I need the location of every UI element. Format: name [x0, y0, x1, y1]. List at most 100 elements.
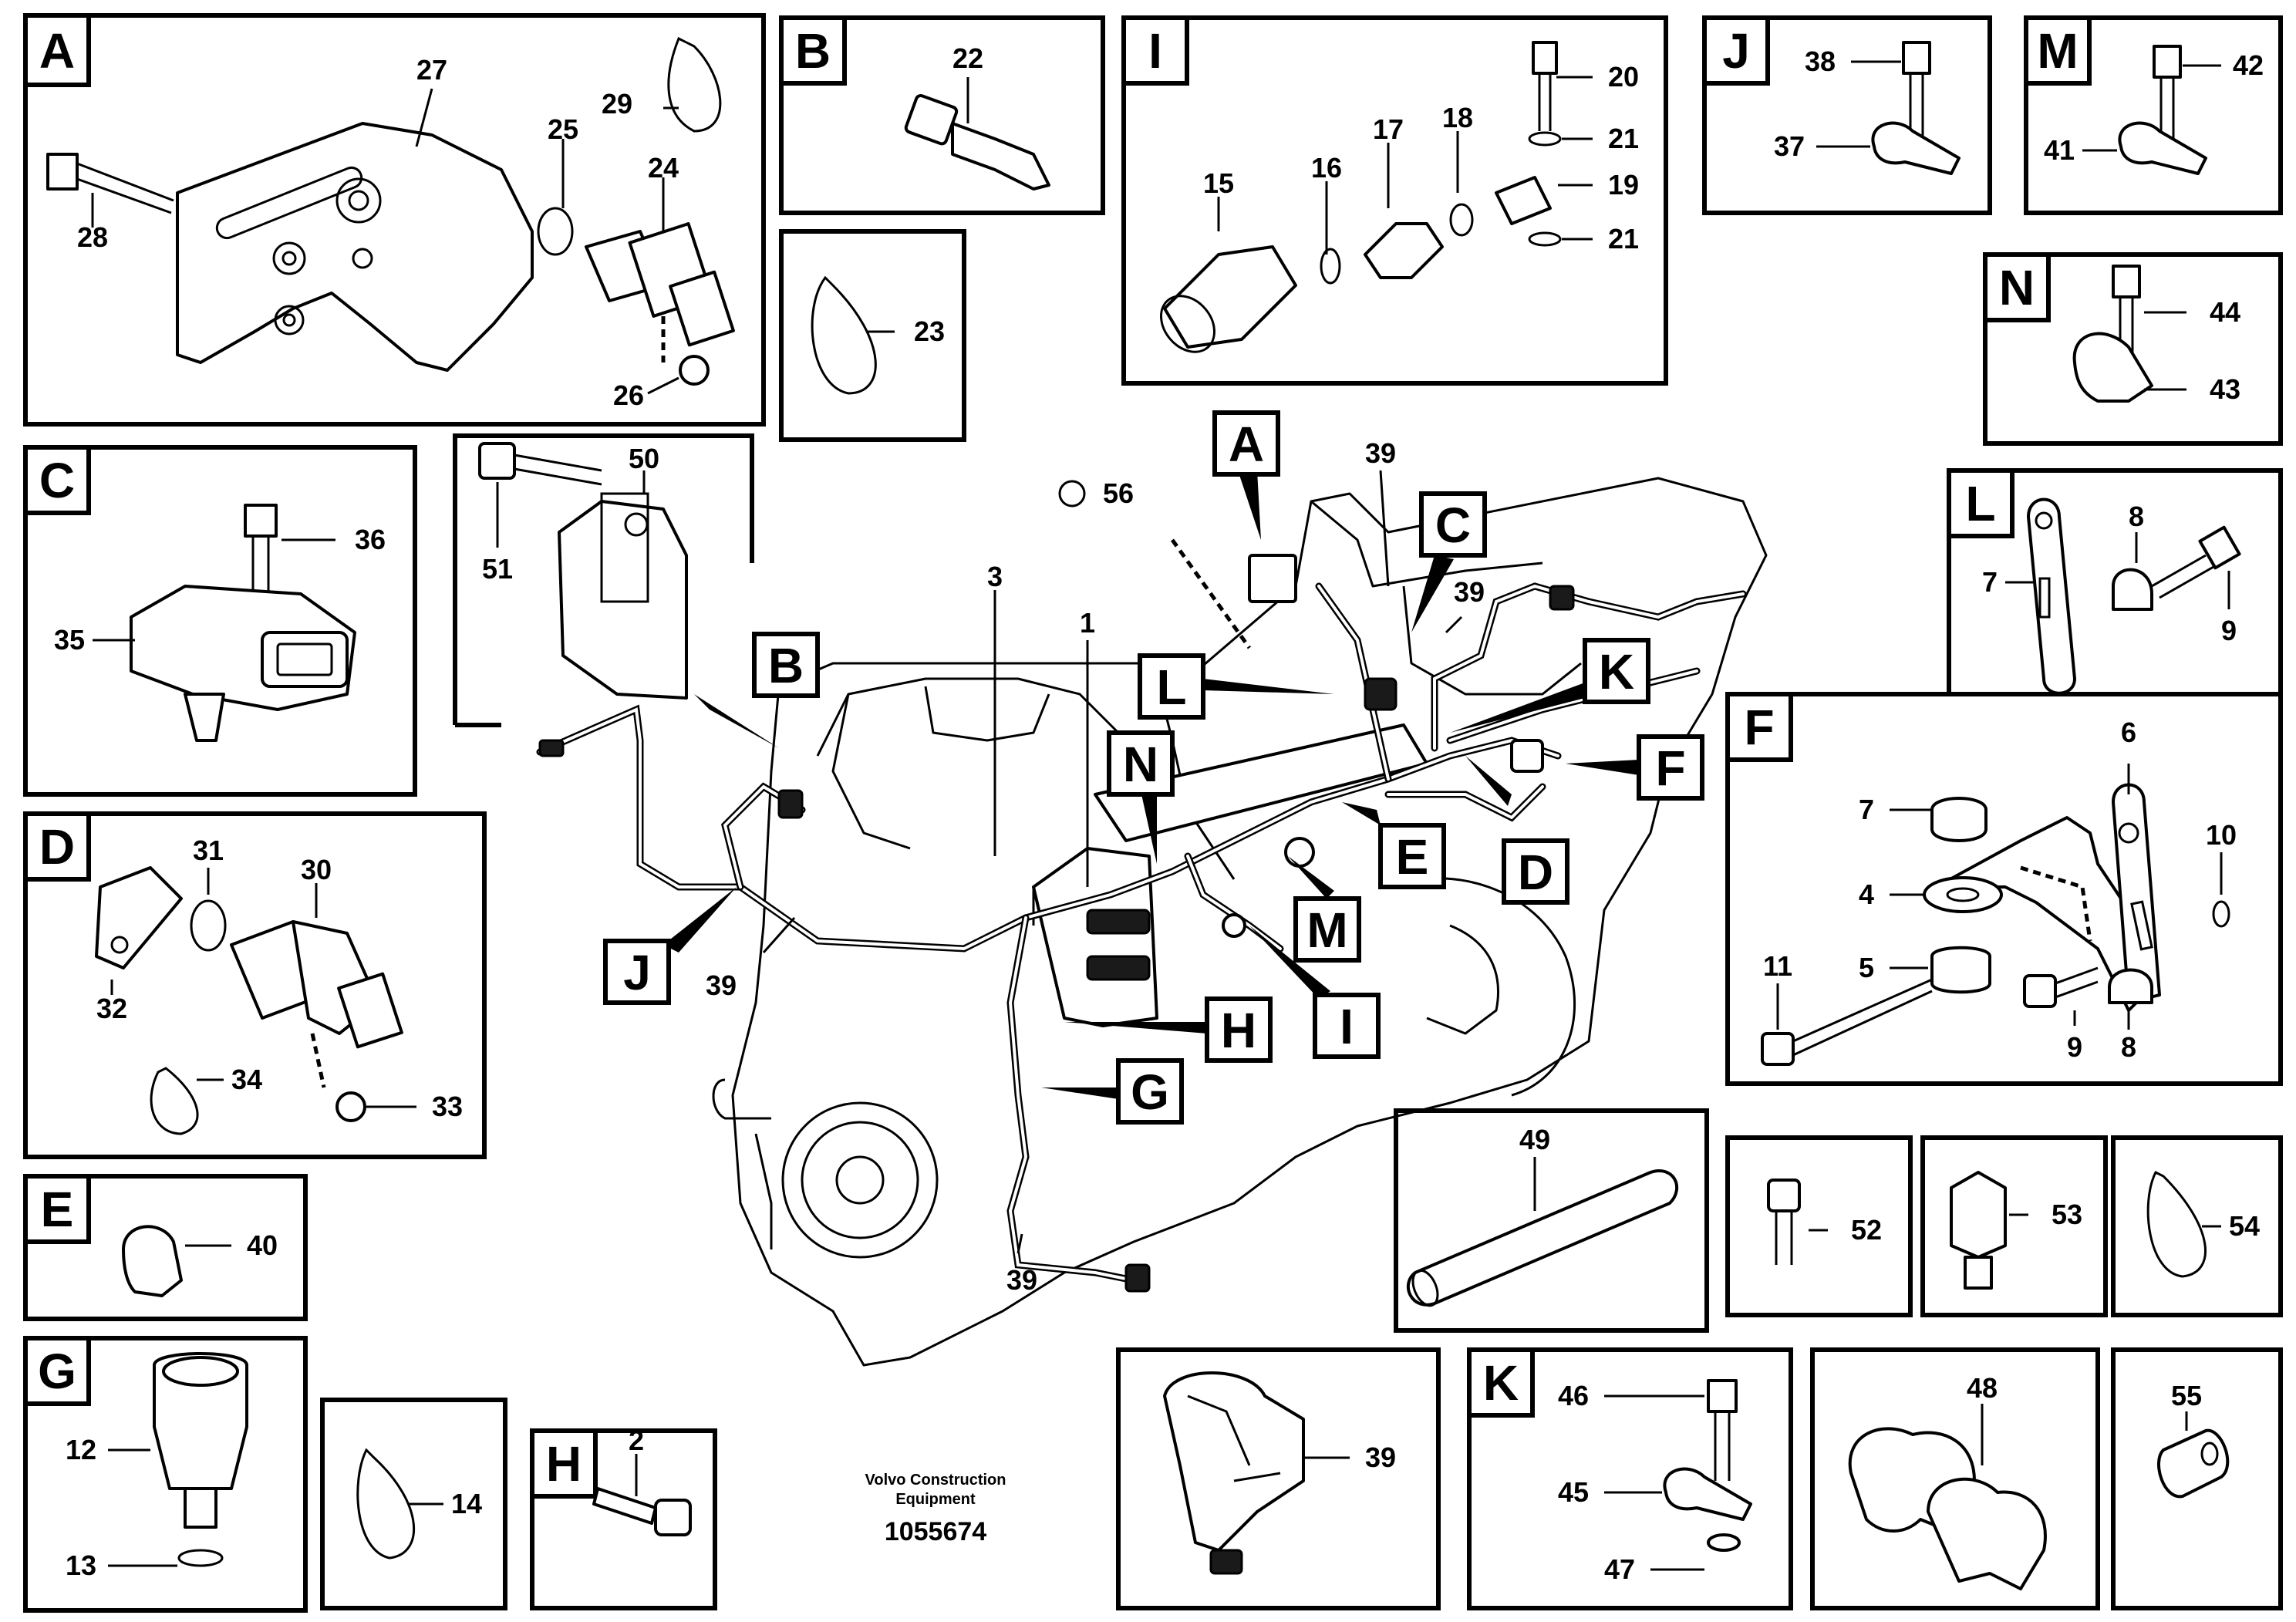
- panel-sleeve-55: 55: [2111, 1347, 2283, 1610]
- panel-d-letter: D: [39, 819, 75, 875]
- svg-text:J: J: [623, 945, 651, 1000]
- bolt-drawing: [46, 153, 79, 191]
- part-54: 54: [2229, 1210, 2260, 1242]
- panel-f-letter: F: [1744, 700, 1774, 755]
- part-9: 9: [2067, 1031, 2082, 1063]
- bracket-strip-drawing: [2027, 497, 2076, 695]
- part-37: 37: [1774, 130, 1805, 162]
- part-9: 9: [2221, 615, 2237, 646]
- part-22: 22: [952, 42, 983, 74]
- callout-a: A: [1212, 410, 1280, 540]
- panel-bracket-50: 50 51: [453, 433, 754, 727]
- plug-drawing: [1950, 1171, 2007, 1259]
- part-33: 33: [432, 1091, 463, 1122]
- part-28: 28: [77, 221, 108, 253]
- svg-text:C: C: [1435, 497, 1471, 553]
- part-15: 15: [1203, 167, 1234, 199]
- part-21-bottom: 21: [1608, 223, 1639, 255]
- panel-h-letter: H: [546, 1436, 582, 1492]
- cable-tie-drawing: [811, 275, 877, 395]
- gasket-drawing: [95, 866, 183, 969]
- bolt-drawing: [592, 1487, 657, 1525]
- clip-drawing: [122, 1225, 183, 1297]
- protective-tube-drawing: [1406, 1169, 1679, 1307]
- document-number: 1055674: [885, 1517, 986, 1546]
- panel-b-letter: B: [795, 23, 831, 79]
- part-10: 10: [2206, 819, 2237, 851]
- panel-h: H 2: [530, 1425, 717, 1610]
- clamp-drawing: [1663, 1467, 1752, 1521]
- panel-i: I 20 17 18 21 19 15 16 21: [1121, 15, 1668, 386]
- part-41: 41: [2044, 134, 2075, 166]
- part-32: 32: [96, 993, 127, 1024]
- panel-strap-54: 54: [2111, 1135, 2283, 1317]
- main-part-3: 3: [987, 561, 1003, 592]
- sleeve-drawing: [2157, 1428, 2230, 1499]
- part-42: 42: [2233, 49, 2264, 81]
- svg-text:L: L: [1156, 659, 1186, 715]
- panel-n: N 44 43: [1983, 252, 2283, 446]
- callout-k: K: [1450, 638, 1650, 733]
- panel-e: E 40: [23, 1174, 308, 1321]
- callout-g: G: [1041, 1058, 1184, 1125]
- svg-text:N: N: [1123, 737, 1158, 792]
- callout-h: H: [1064, 996, 1273, 1063]
- part-44: 44: [2210, 296, 2240, 328]
- nut-drawing: [1930, 797, 1988, 842]
- panel-strap-14: 14: [320, 1398, 507, 1610]
- bolt-drawing: [1767, 1179, 1801, 1212]
- part-31: 31: [193, 835, 224, 866]
- part-8: 8: [2129, 501, 2144, 532]
- cable-tie-drawing: [356, 1448, 416, 1560]
- panel-plug-53: 53: [1920, 1135, 2108, 1317]
- part-38: 38: [1805, 46, 1836, 77]
- temperature-sensor-drawing: [951, 122, 1050, 191]
- svg-text:A: A: [1229, 416, 1264, 472]
- part-11: 11: [1763, 950, 1792, 982]
- svg-text:E: E: [1396, 829, 1429, 885]
- clamp-drawing: [1871, 121, 1961, 175]
- part-25: 25: [548, 113, 578, 145]
- part-27: 27: [416, 54, 447, 86]
- pressure-switch-drawing: [153, 1352, 248, 1490]
- part-36: 36: [355, 524, 386, 555]
- bracket-plate-drawing: [176, 122, 534, 372]
- panel-clip-39: 39: [1116, 1347, 1441, 1610]
- callout-n: N: [1107, 730, 1175, 864]
- panel-k: K 46 45 47: [1467, 1347, 1793, 1610]
- callout-j: J: [603, 887, 737, 1005]
- clamp-drawing: [2118, 121, 2207, 175]
- part-55: 55: [2171, 1380, 2202, 1411]
- callout-i: I: [1249, 926, 1381, 1059]
- panel-k-letter: K: [1483, 1355, 1519, 1411]
- part-17: 17: [1373, 113, 1404, 145]
- panel-m-letter: M: [2037, 23, 2078, 79]
- part-21-top: 21: [1608, 123, 1639, 154]
- panel-l: L 8 7 9: [1947, 468, 2283, 704]
- part-52: 52: [1851, 1214, 1882, 1246]
- cable-tie-drawing: [2146, 1170, 2207, 1278]
- part-7: 7: [1859, 794, 1874, 825]
- part-26: 26: [613, 379, 644, 411]
- part-8: 8: [2121, 1031, 2136, 1063]
- caption: Volvo Construction Equipment 1055674: [865, 1472, 1006, 1546]
- clip-drawing: [1163, 1371, 1305, 1552]
- panel-g-letter: G: [38, 1344, 76, 1399]
- panel-e-letter: E: [41, 1182, 74, 1237]
- panel-j: J 38 37: [1702, 15, 1992, 215]
- part-29: 29: [602, 88, 632, 120]
- part-4: 4: [1859, 878, 1874, 910]
- panel-strap-23: 23: [779, 229, 966, 442]
- callout-b: B: [694, 632, 820, 748]
- panel-f: F 7 6 10 4 11 5 9: [1725, 692, 2283, 1086]
- part-18: 18: [1442, 102, 1473, 133]
- part-39-clip: 39: [1365, 1442, 1396, 1473]
- part-35: 35: [54, 624, 85, 656]
- part-23: 23: [914, 315, 945, 347]
- part-51: 51: [482, 553, 513, 585]
- panel-c-letter: C: [39, 453, 75, 508]
- part-30: 30: [301, 854, 332, 885]
- main-part-1: 1: [1080, 607, 1095, 639]
- callout-d: D: [1465, 756, 1569, 905]
